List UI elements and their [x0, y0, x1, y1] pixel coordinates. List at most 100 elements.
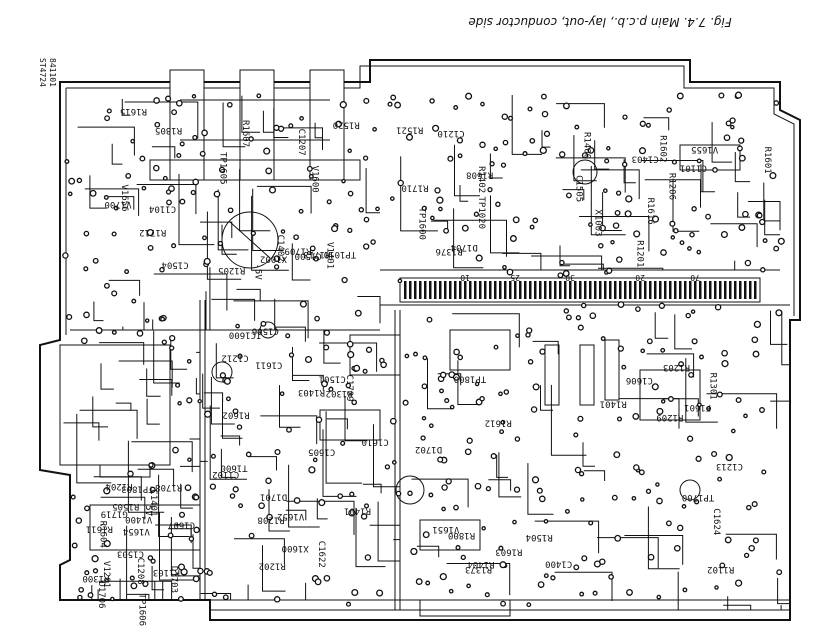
- solder-pad: [71, 542, 78, 549]
- solder-pad: [714, 303, 722, 311]
- connector-pin: [604, 281, 607, 299]
- solder-pad: [432, 124, 440, 132]
- solder-pad: [691, 338, 698, 345]
- component-label: T1600: [221, 463, 248, 473]
- component-label: R1103: [153, 567, 180, 577]
- solder-pad: [175, 99, 183, 107]
- solder-pad: [347, 148, 352, 154]
- component-label: R1712: [139, 227, 166, 237]
- solder-pad: [474, 482, 482, 490]
- solder-pad: [736, 145, 743, 152]
- connector-pin: [619, 281, 622, 299]
- solder-pad: [235, 323, 240, 329]
- solder-pad: [660, 347, 666, 353]
- solder-pad: [638, 147, 647, 155]
- solder-pad: [136, 330, 144, 337]
- solder-pad: [725, 120, 732, 127]
- component-label: TP1803: [121, 484, 154, 494]
- solder-pad: [306, 165, 313, 172]
- solder-pad: [217, 240, 224, 247]
- solder-pad: [526, 602, 532, 608]
- solder-pad: [167, 532, 174, 539]
- connector-pin: [474, 281, 477, 299]
- solder-pad: [313, 255, 319, 262]
- solder-pad: [616, 416, 623, 422]
- solder-pad: [532, 217, 539, 224]
- solder-pad: [197, 398, 202, 404]
- solder-pad: [718, 92, 725, 99]
- solder-pad: [421, 415, 427, 421]
- component-label: R1604: [97, 521, 107, 548]
- solder-pad: [742, 210, 749, 218]
- solder-pad: [177, 401, 182, 406]
- solder-pad: [651, 215, 660, 223]
- component-label: D1703: [168, 566, 178, 593]
- connector-pin: [634, 281, 637, 299]
- component-label: R1206: [667, 173, 677, 200]
- solder-pad: [150, 558, 156, 564]
- solder-pad: [190, 189, 196, 196]
- solder-pad: [751, 336, 759, 344]
- solder-pad: [776, 569, 783, 576]
- component-label: -5V: [253, 264, 263, 281]
- solder-pad: [166, 199, 172, 206]
- solder-pad: [444, 398, 450, 404]
- component-label: C1403: [632, 153, 659, 163]
- solder-pad: [421, 205, 427, 211]
- solder-pad: [103, 487, 111, 495]
- component-label: C1506: [252, 325, 279, 335]
- connector-pin: [679, 281, 682, 299]
- connector-pin: [714, 281, 717, 299]
- solder-pad: [500, 600, 507, 607]
- component-label: R1376: [436, 246, 463, 256]
- component-label: R1520: [333, 119, 360, 129]
- solder-pad: [232, 408, 239, 415]
- solder-pad: [171, 109, 178, 116]
- solder-pad: [606, 146, 611, 151]
- solder-pad: [268, 186, 277, 194]
- connector-pin: [579, 281, 582, 299]
- solder-pad: [192, 575, 200, 583]
- solder-pad: [285, 333, 291, 339]
- component-label: R1602: [223, 410, 250, 420]
- solder-pad: [375, 206, 380, 212]
- solder-pad: [391, 460, 397, 465]
- solder-pad: [738, 137, 745, 144]
- component-label: D1706: [96, 581, 106, 608]
- solder-pad: [699, 354, 704, 360]
- solder-pad: [530, 406, 538, 413]
- solder-pad: [480, 101, 485, 107]
- solder-pad: [716, 391, 723, 398]
- ic-main: [449, 329, 511, 371]
- solder-pad: [538, 495, 546, 503]
- solder-pad: [673, 544, 681, 552]
- solder-pad: [579, 591, 585, 597]
- solder-pad: [407, 490, 413, 497]
- connector-pin: [439, 281, 442, 299]
- solder-pad: [562, 102, 570, 110]
- solder-pad: [258, 502, 265, 510]
- component-label: R1403: [298, 387, 325, 397]
- solder-pad: [422, 531, 430, 539]
- component-label: R1713: [303, 249, 330, 259]
- solder-pad: [177, 563, 186, 571]
- solder-pad: [696, 158, 702, 164]
- component-label: TP1800: [454, 374, 487, 384]
- component-label: R1616: [645, 198, 655, 225]
- solder-pad: [502, 139, 509, 146]
- component-label: C1207: [296, 129, 306, 156]
- solder-pad: [187, 457, 192, 462]
- component-label: R1611: [86, 523, 113, 533]
- figure-code-2: 841101: [48, 58, 57, 87]
- solder-pad: [394, 101, 402, 109]
- component-label: V1652: [277, 511, 304, 521]
- component-label: R1401: [344, 505, 371, 515]
- solder-pad: [203, 257, 211, 265]
- connector-pin: [404, 281, 407, 299]
- solder-pad: [80, 337, 88, 345]
- solder-pad: [315, 416, 323, 423]
- solder-pad: [526, 327, 533, 334]
- solder-pad: [354, 309, 362, 317]
- solder-pad: [165, 189, 172, 195]
- component-label: D1704: [451, 242, 478, 252]
